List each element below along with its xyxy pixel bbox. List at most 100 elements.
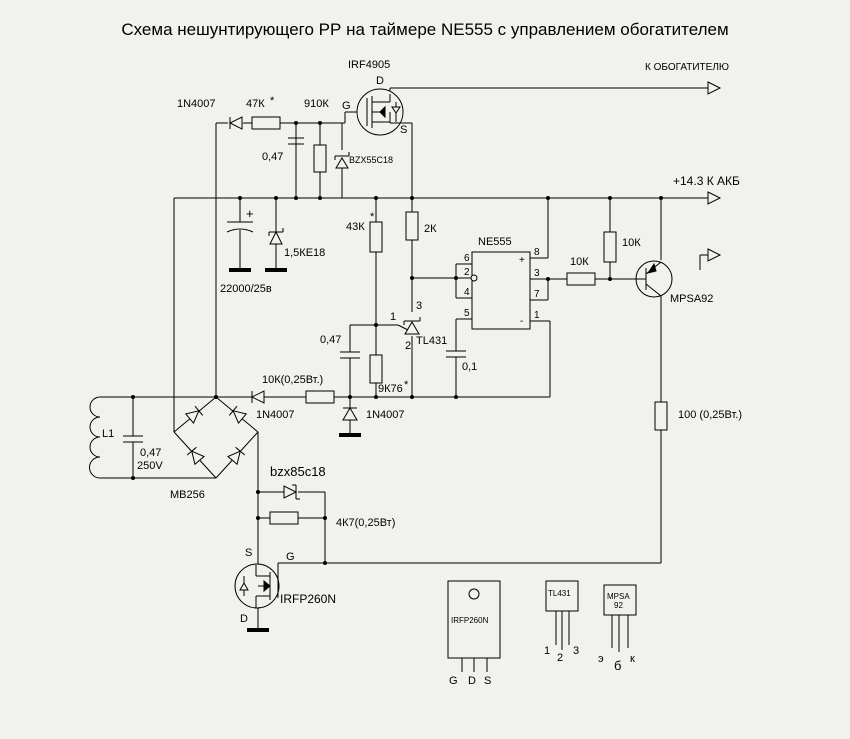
bridge-label: MB256 <box>170 489 205 501</box>
package-tl431-pin1: 1 <box>544 645 550 657</box>
package-tl431 <box>545 580 579 650</box>
pmos-irf4905: IRF4905 D G S <box>342 59 407 136</box>
resistor-10k-025-label: 10К(0,25Вт.) <box>262 374 323 386</box>
resistor-43k <box>369 221 383 253</box>
resistor-9k76-mark: * <box>404 379 409 391</box>
tl431-symbol <box>397 317 421 335</box>
zener-bzx55c18 <box>334 152 350 169</box>
resistor-910k-label: 910К <box>304 98 329 110</box>
resistor-100-label: 100 (0,25Вт.) <box>678 409 742 421</box>
diode-mid-1n4007 <box>250 390 265 404</box>
resistor-10k-base-label: 10К <box>570 256 589 268</box>
ne555-pin1: 1 <box>534 310 540 321</box>
resistor-47k <box>251 116 281 130</box>
pmos-s-label: S <box>400 124 407 136</box>
tl431-pin3: 3 <box>416 300 422 312</box>
resistor-100 <box>654 401 668 431</box>
junction-dots <box>131 121 663 565</box>
nmos-g-label: G <box>286 551 295 563</box>
zener-bzx85c18-label: bzx85c18 <box>270 464 326 479</box>
zener-bzx85c18 <box>283 484 300 500</box>
nmos-irfp260n <box>234 563 280 632</box>
capacitor-047-top <box>288 123 304 198</box>
out-arrow-battery <box>707 191 722 205</box>
ne555-label: NE555 <box>478 236 512 248</box>
pmos-name: IRF4905 <box>348 59 390 71</box>
resistor-47k-label: 47К <box>246 98 265 110</box>
resistor-9k76 <box>369 354 383 384</box>
capacitor-01-label: 0,1 <box>462 361 477 373</box>
ne555-pin7: 7 <box>534 289 540 300</box>
resistor-47k-mark: * <box>270 95 275 107</box>
wires <box>100 87 708 628</box>
package-tl431-name: TL431 <box>548 589 571 598</box>
diode-top-1n4007 <box>228 116 243 130</box>
tl431-pin1: 1 <box>390 311 396 323</box>
capacitor-22000-plus: + <box>246 206 254 221</box>
capacitor-22000-label: 22000/25в <box>220 283 272 295</box>
tvs-15ke18 <box>265 228 287 272</box>
net-label-enricher: К ОБОГАТИТЕЛЮ <box>645 62 729 73</box>
capacitor-ac-label-b: 250V <box>137 460 163 472</box>
nmos-d-label: D <box>240 613 248 625</box>
package-mpsa92-pin-b: б <box>614 658 621 673</box>
capacitor-ac-label-a: 0,47 <box>140 447 161 459</box>
tvs-label: 1,5КЕ18 <box>284 247 325 259</box>
pmos-d-label: D <box>376 75 384 87</box>
zener-bzx55c18-label: BZX55C18 <box>349 155 393 165</box>
resistor-4k7 <box>269 511 299 525</box>
capacitor-22000 <box>226 221 254 272</box>
package-to247 <box>447 580 501 672</box>
capacitor-047-top-label: 0,47 <box>262 151 283 163</box>
resistor-9k76-label: 9К76 <box>378 383 403 395</box>
resistor-2k <box>405 211 419 241</box>
pnp-label: MPSA92 <box>670 293 713 305</box>
package-to247-pin-d: D <box>468 675 476 687</box>
net-label-battery: +14.3 К АКБ <box>673 174 740 188</box>
resistor-2k-label: 2К <box>424 223 437 235</box>
tl431-pin2: 2 <box>405 340 411 352</box>
ne555-pin6: 6 <box>464 253 470 264</box>
pmos-g-label: G <box>342 100 351 112</box>
package-mpsa92-pin-k: к <box>630 653 635 665</box>
ne555-pin2: 2 <box>464 267 470 278</box>
ne555-minus: - <box>520 316 523 327</box>
bridge-mb256 <box>184 405 248 466</box>
capacitor-01 <box>446 350 466 358</box>
nmos-name: IRFP260N <box>280 592 336 606</box>
diode-gnd-label: 1N4007 <box>366 409 405 421</box>
ne555-pin8: 8 <box>534 247 540 258</box>
package-to247-name: IRFP260N <box>451 616 489 625</box>
package-tl431-pin3: 3 <box>573 645 579 657</box>
package-tl431-pin2: 2 <box>557 652 563 664</box>
diode-top-label: 1N4007 <box>177 98 216 110</box>
diode-mid-label: 1N4007 <box>256 409 295 421</box>
resistor-43k-label: 43К <box>346 221 365 233</box>
resistor-10k-pullup <box>603 231 617 263</box>
resistor-43k-mark: * <box>370 211 375 223</box>
resistor-10k-pullup-label: 10К <box>622 237 641 249</box>
package-mpsa92 <box>603 584 637 652</box>
resistor-910k <box>313 144 327 173</box>
capacitor-047-mid-label: 0,47 <box>320 334 341 346</box>
package-mpsa92-pin-e: э <box>598 653 604 665</box>
ne555-pin5: 5 <box>464 308 470 319</box>
page-title: Схема нешунтирующего РР на таймере NE555… <box>121 20 729 39</box>
package-mpsa92-name-b: 92 <box>614 601 623 610</box>
package-to247-pin-g: G <box>449 675 458 687</box>
inductor-l1 <box>89 396 101 479</box>
diode-gnd-1n4007 <box>339 407 361 437</box>
pnp-mpsa92 <box>635 260 673 298</box>
ne555-pin3: 3 <box>534 268 540 279</box>
ne555-chip <box>470 251 531 330</box>
ne555-plus: + <box>519 255 525 266</box>
out-arrow-enricher <box>707 81 722 95</box>
ne555-pin4: 4 <box>464 287 470 298</box>
resistor-10k-025 <box>305 390 335 404</box>
resistor-10k-base <box>566 272 596 286</box>
tl431-label: TL431 <box>416 335 447 347</box>
nmos-s-label: S <box>245 547 252 559</box>
inductor-label: L1 <box>102 428 114 440</box>
package-to247-pin-s: S <box>484 675 491 687</box>
